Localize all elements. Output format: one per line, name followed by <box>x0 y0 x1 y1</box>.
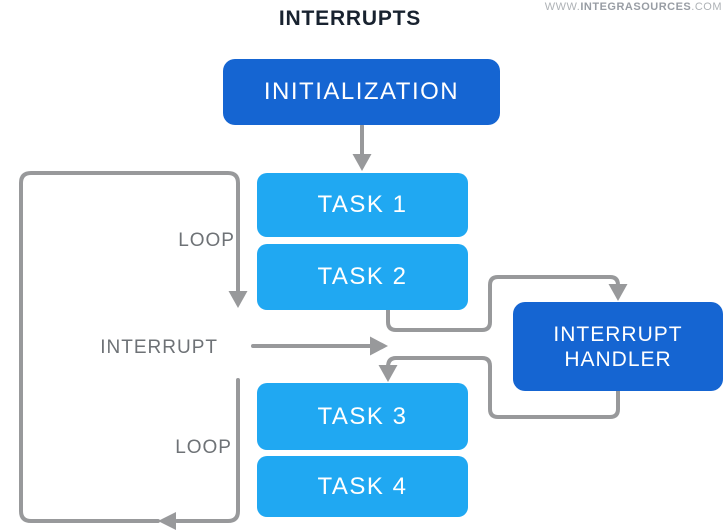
node-task-4-label: TASK 4 <box>317 472 408 500</box>
connectors <box>19 124 620 523</box>
node-task-1-label: TASK 1 <box>317 191 408 218</box>
arrowhead-into-task1-icon <box>352 154 372 171</box>
node-initialization: INITIALIZATION <box>223 59 500 125</box>
arrowhead-loop-down-icon <box>228 291 248 308</box>
arrowheads <box>158 154 628 530</box>
connector-loop-return-and-top <box>19 171 240 523</box>
node-task-2: TASK 2 <box>257 244 468 310</box>
watermark: WWW.INTEGRASOURCES.COM <box>545 1 722 13</box>
arrowhead-loop-left-icon <box>158 512 176 530</box>
arrowhead-into-task3-icon <box>378 365 398 382</box>
node-interrupt-handler: INTERRUPT HANDLER <box>513 302 723 391</box>
node-task-2-label: TASK 2 <box>317 263 408 290</box>
connector-handler-to-task3 <box>386 356 620 419</box>
arrowhead-into-handler-icon <box>608 284 628 301</box>
connector-loop-bottom <box>175 378 240 523</box>
node-task-1: TASK 1 <box>257 173 468 237</box>
watermark-prefix: WWW. <box>544 1 581 13</box>
node-interrupt-handler-label-line1: INTERRUPT <box>553 322 683 346</box>
loop-label-top: LOOP <box>178 230 235 251</box>
diagram-title: INTERRUPTS <box>278 7 422 30</box>
watermark-brand: INTEGRASOURCES <box>580 1 692 13</box>
node-task-3-label: TASK 3 <box>317 402 408 430</box>
node-initialization-label: INITIALIZATION <box>263 78 460 105</box>
loop-label-bottom: LOOP <box>175 437 232 458</box>
interrupt-label: INTERRUPT <box>100 337 218 358</box>
node-task-4: TASK 4 <box>257 456 468 517</box>
connector-task2-to-handler <box>386 275 620 332</box>
node-interrupt-handler-label-line2: HANDLER <box>564 347 672 371</box>
arrowhead-interrupt-icon <box>370 336 388 356</box>
watermark-suffix: .COM <box>691 1 722 13</box>
node-task-3: TASK 3 <box>257 383 468 450</box>
